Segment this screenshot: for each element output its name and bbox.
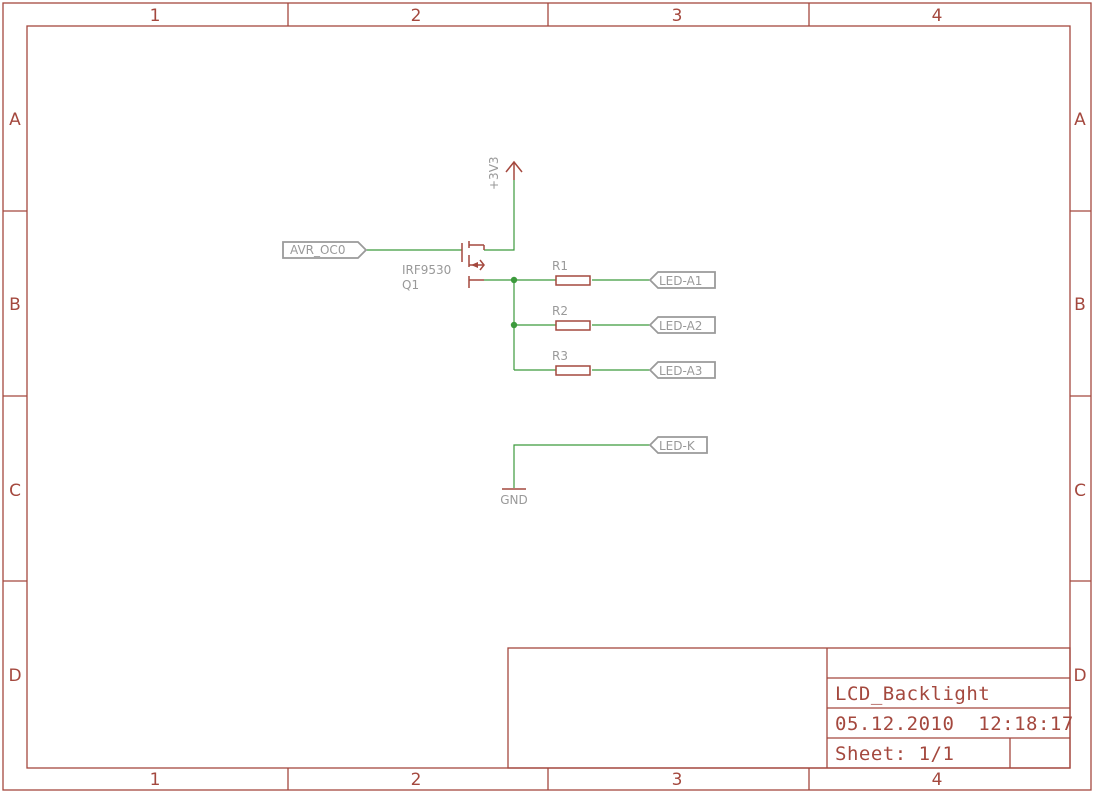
inner-frame <box>26 25 1071 769</box>
ground-label: GND <box>500 493 528 507</box>
resistor-r2 <box>555 320 591 331</box>
drawing-datetime: 05.12.2010 12:18:17 <box>835 713 1074 735</box>
mosfet-value-label: IRF9530 <box>402 263 451 277</box>
input-port-label: AVR_OC0 <box>290 243 345 257</box>
column-label-bottom-1: 1 <box>150 770 161 790</box>
output-port-led-a2 <box>648 316 716 334</box>
cathode-port-led-k <box>648 436 708 454</box>
cathode-port-label: LED-K <box>659 439 696 453</box>
junction-node <box>510 276 518 284</box>
junction-node <box>510 321 518 329</box>
row-label-left-c: C <box>9 481 21 501</box>
output-port-led-a1 <box>648 271 716 289</box>
resistor-r1 <box>555 275 591 286</box>
row-label-right-a: A <box>1074 110 1086 130</box>
row-label-right-c: C <box>1074 481 1086 501</box>
supply-label: +3V3 <box>487 156 501 190</box>
mosfet-symbol <box>461 241 485 288</box>
row-label-left-d: D <box>8 666 21 686</box>
output-port-led-a3-label: LED-A3 <box>659 364 702 378</box>
column-label-top-4: 4 <box>932 6 943 26</box>
column-label-bottom-3: 3 <box>672 770 683 790</box>
column-label-top-3: 3 <box>672 6 683 26</box>
title-block <box>507 647 1071 769</box>
drawing-name: LCD_Backlight <box>835 683 990 705</box>
input-port-avr-oc0 <box>282 241 368 259</box>
wires <box>366 180 650 488</box>
row-label-left-a: A <box>9 110 21 130</box>
row-label-right-d: D <box>1073 666 1086 686</box>
sheet-number: Sheet: 1/1 <box>835 743 954 765</box>
resistor-r1-label: R1 <box>552 259 568 273</box>
resistor-r3 <box>555 365 591 376</box>
column-label-top-1: 1 <box>150 6 161 26</box>
column-label-top-2: 2 <box>411 6 422 26</box>
row-label-left-b: B <box>9 295 21 315</box>
resistor-r2-label: R2 <box>552 304 568 318</box>
output-port-led-a3 <box>648 361 716 379</box>
column-label-bottom-2: 2 <box>411 770 422 790</box>
supply-symbol <box>505 160 523 180</box>
row-dividers <box>3 210 1091 582</box>
resistor-r3-label: R3 <box>552 349 568 363</box>
row-label-right-b: B <box>1074 295 1086 315</box>
column-dividers <box>287 3 810 790</box>
output-port-led-a1-label: LED-A1 <box>659 274 702 288</box>
mosfet-name-label: Q1 <box>402 278 419 292</box>
column-label-bottom-4: 4 <box>932 770 943 790</box>
output-port-led-a2-label: LED-A2 <box>659 319 702 333</box>
